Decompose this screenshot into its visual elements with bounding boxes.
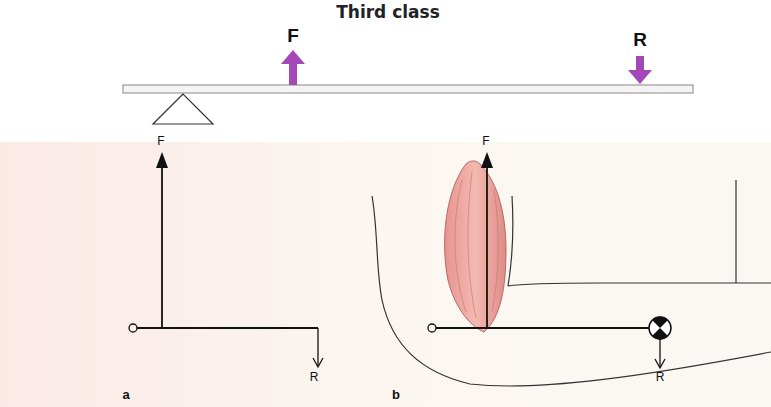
- panel-ground: [0, 142, 771, 407]
- effort-arrow: [281, 50, 305, 85]
- figure-title: Third class: [336, 3, 440, 22]
- panel-letter: a: [122, 388, 129, 402]
- resistance-arrow: [628, 56, 652, 84]
- force-label: F: [482, 135, 489, 148]
- resistance-label: R: [633, 30, 647, 51]
- resistance-label: R: [310, 371, 319, 384]
- fulcrum-triangle: [153, 94, 213, 124]
- muscle-fibres: [455, 172, 498, 318]
- force-label: F: [287, 26, 299, 47]
- lever-schematic-b: [428, 152, 671, 368]
- arm-outline: [372, 180, 771, 386]
- force-label: F: [157, 135, 164, 148]
- resistance-label: R: [656, 371, 665, 384]
- lever-beam: [123, 85, 693, 93]
- biceps-muscle: [445, 161, 506, 332]
- lever-schematic-a: [129, 152, 323, 367]
- panel-letter: b: [392, 388, 400, 402]
